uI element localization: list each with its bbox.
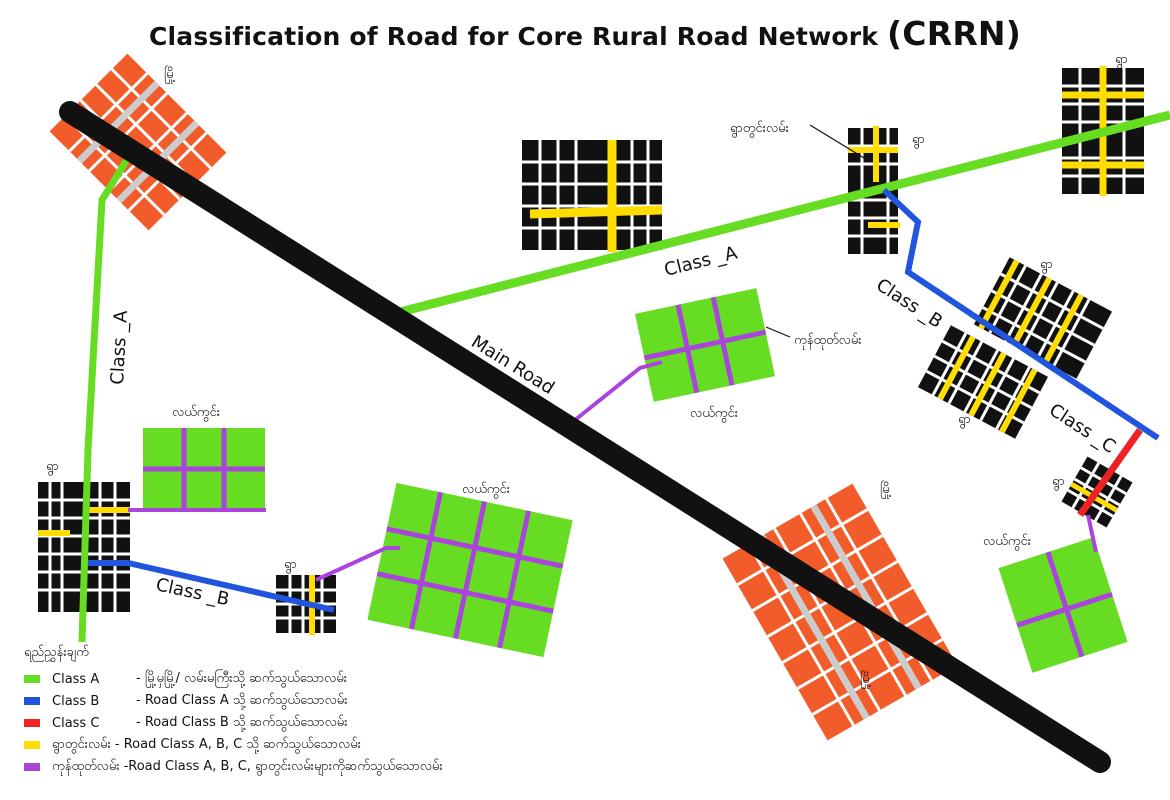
legend-desc: -Road Class A, B, C, ရွာတွင်းလမ်းများကို… [123, 758, 443, 774]
legend-name: Class A [52, 671, 100, 687]
leader-lines [765, 124, 865, 338]
class-a-diagonal-label: Class _A [662, 242, 740, 281]
legend-swatch-village-road [24, 741, 40, 749]
field-right [998, 537, 1128, 673]
title-main: Classification of Road for Core Rural Ro… [148, 22, 879, 51]
village-right-b [918, 325, 1048, 439]
field-large [367, 482, 573, 658]
field-left [143, 428, 265, 510]
village-label-left: ရွာ [46, 459, 59, 476]
class-a-vertical-label: Class _A [107, 309, 132, 385]
legend-heading: ရည်ညွှန်းချက် [24, 645, 89, 660]
legend-swatch-class-a [24, 675, 40, 683]
legend-item-village-road: ရွာတွင်းလမ်း - Road Class A, B, C သို့ ဆ… [24, 734, 443, 756]
field-label-middle: လယ်ကွင်း [690, 405, 738, 423]
legend-item-farm-road: ကုန်ထုတ်လမ်း -Road Class A, B, C, ရွာတွင… [24, 756, 443, 778]
legend-name: Class B [52, 693, 100, 709]
town-label-top: မြို့ [164, 65, 176, 84]
village-road-label: ရွာတွင်းလမ်း [730, 120, 789, 138]
village-label-right-a: ရွာ [1040, 257, 1053, 274]
village-label-top-right: ရွာ [1115, 52, 1128, 69]
village-label-small-left: ရွာ [284, 557, 297, 574]
class-a-road-diagonal [398, 110, 1170, 317]
farm-road-label: ကုန်ထုတ်လမ်း [794, 332, 862, 350]
legend-item-class-c: Class C - Road Class B သို့ ဆက်သွယ်သောလမ… [24, 712, 443, 734]
class-b-road-lower [88, 560, 335, 613]
field-label-right: လယ်ကွင်း [983, 533, 1031, 551]
legend-item-class-b: Class B - Road Class A သို့ ဆက်သွယ်သောလမ… [24, 690, 443, 712]
legend-name: Class C [52, 715, 100, 731]
class-b-road-upper [881, 187, 1160, 441]
legend-swatch-farm-road [24, 763, 40, 771]
legend-desc: - မြို့မှမြို့/ လမ်းမကြီးသို့ ဆက်သွယ်သော… [136, 670, 348, 686]
village-label-top-center: ရွာ [588, 139, 601, 156]
town-label-bottom-top: မြို့ [880, 480, 892, 499]
field-label-left: လယ်ကွင်း [172, 404, 220, 422]
legend: ရည်ညွှန်းချက် Class A - မြို့မှမြို့/ လမ… [24, 644, 443, 778]
town-label-bottom: မြို့ [860, 670, 872, 689]
field-middle [634, 288, 776, 402]
town-block [722, 483, 958, 741]
class-b-upper-label: Class _B [872, 275, 946, 333]
town-bottom [722, 483, 958, 741]
village-label-right-b: ရွာ [958, 412, 971, 429]
field-label-large: လယ်ကွင်း [462, 481, 510, 499]
legend-desc: - Road Class B သို့ ဆက်သွယ်သောလမ်း [136, 714, 348, 730]
village-label-small-right: ရွာ [1052, 474, 1065, 491]
village-label-mid-right: ရွာ [912, 132, 925, 149]
village-right-a [973, 257, 1113, 379]
legend-desc: - Road Class A သို့ ဆက်သွယ်သောလမ်း [136, 692, 348, 708]
title-abbr: (CRRN) [887, 14, 1022, 53]
village-top-right [1062, 66, 1144, 196]
class-a-road-vertical [78, 156, 131, 643]
legend-swatch-class-c [24, 719, 40, 727]
class-c-road [1077, 427, 1143, 518]
main-road [59, 101, 1111, 773]
legend-swatch-class-b [24, 697, 40, 705]
village-top-center [522, 140, 663, 252]
farm-road-connectors [128, 360, 1098, 582]
page-title: Classification of Road for Core Rural Ro… [0, 14, 1170, 53]
legend-item-class-a: Class A - မြို့မှမြို့/ လမ်းမကြီးသို့ ဆက… [24, 668, 443, 690]
legend-name: ကုန်ထုတ်လမ်း [52, 758, 120, 774]
legend-desc: - Road Class A, B, C သို့ ဆက်သွယ်သောလမ်း [114, 736, 361, 752]
legend-name: ရွာတွင်းလမ်း [52, 736, 111, 752]
